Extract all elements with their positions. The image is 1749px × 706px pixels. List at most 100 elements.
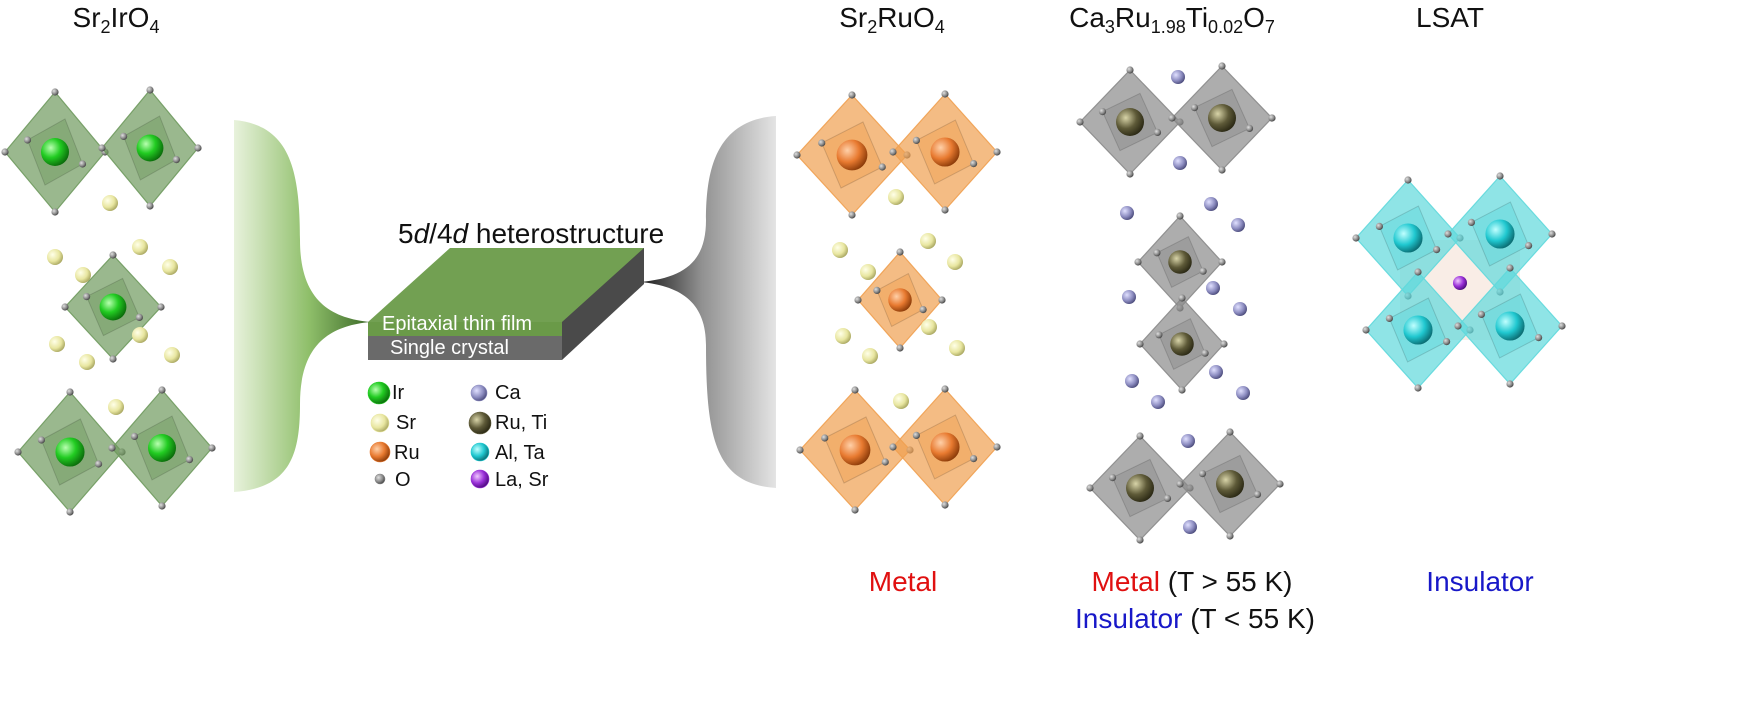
oxygen-atom (1496, 172, 1504, 180)
ruti-octahedron (1076, 66, 1184, 178)
sr-atom (102, 195, 118, 211)
legend-label-ir: Ir (392, 382, 405, 404)
sr-atom (47, 249, 63, 265)
ca-atom (1173, 156, 1187, 170)
ru-octahedron (889, 90, 1001, 214)
oxygen-atom (1126, 170, 1134, 178)
oxygen-atom (848, 211, 856, 219)
oxygen-atom (61, 303, 69, 311)
metal-atom (55, 437, 85, 467)
legend-label-sr: Sr (396, 412, 416, 434)
oxygen-atom (818, 139, 826, 147)
oxygen-atom (14, 448, 22, 456)
legend-label-lasr: La, Sr (495, 469, 549, 491)
title-lsat: LSAT (1416, 2, 1484, 33)
oxygen-atom (1443, 338, 1451, 346)
ca-atom (1209, 365, 1223, 379)
legend-label-ruti: Ru, Ti (495, 412, 548, 434)
oxygen-atom (37, 436, 46, 444)
film-block (368, 248, 644, 360)
oxygen-atom (157, 303, 165, 311)
film-bottom-label: Single crystal (390, 337, 509, 359)
crystal-structures (1, 62, 1566, 544)
ruti-octahedron (1134, 212, 1226, 312)
oxygen-atom (1467, 218, 1475, 226)
ca-atom (1151, 395, 1165, 409)
oxygen-atom (1268, 114, 1276, 122)
oxygen-atom (1163, 494, 1172, 502)
oxygen-atom (848, 91, 856, 99)
sr-atom (862, 348, 878, 364)
legend-marker-5 (468, 411, 492, 435)
oxygen-atom (941, 385, 949, 393)
oxygen-atom (854, 296, 862, 304)
oxygen-atom (194, 144, 202, 152)
oxygen-atom (83, 293, 91, 301)
oxygen-atom (172, 156, 180, 164)
oxygen-atom (1226, 532, 1234, 540)
oxygen-atom (1108, 474, 1117, 482)
oxygen-atom (1176, 480, 1184, 488)
ruti-octahedron (1136, 294, 1228, 394)
oxygen-atom (941, 206, 949, 214)
legend-marker-2 (369, 441, 391, 463)
legend-label-o: O (395, 469, 411, 491)
oxygen-atom (993, 148, 1001, 156)
oxygen-atom (1220, 340, 1228, 348)
title-sr2ruo4: Sr2RuO4 (839, 2, 945, 37)
oxygen-atom (185, 456, 194, 464)
oxygen-atom (1548, 230, 1556, 238)
ir-octahedron (108, 386, 216, 510)
ruti-octahedron (1086, 432, 1194, 544)
green-funnel (234, 120, 370, 492)
oxygen-atom (1477, 310, 1485, 318)
metal-atom (1168, 250, 1192, 274)
oxygen-atom (1153, 249, 1161, 257)
oxygen-atom (1525, 242, 1533, 250)
metal-atom (1393, 223, 1423, 253)
oxygen-atom (873, 286, 881, 294)
ruti-octahedron (1168, 62, 1276, 174)
sr-atom (132, 239, 148, 255)
oxygen-atom (1076, 118, 1084, 126)
metal-atom (1208, 104, 1236, 132)
sr-atom (888, 189, 904, 205)
ca-atom (1171, 70, 1185, 84)
title-sr2iro4: Sr2IrO4 (72, 2, 160, 37)
metal-atom (888, 288, 912, 312)
oxygen-atom (993, 443, 1001, 451)
ca-atom (1125, 374, 1139, 388)
oxygen-atom (1433, 246, 1441, 254)
ir-octahedron (14, 388, 126, 516)
metal-atom (41, 138, 69, 166)
oxygen-atom (146, 202, 154, 210)
sr-atom (921, 319, 937, 335)
oxygen-atom (938, 296, 946, 304)
oxygen-atom (130, 432, 139, 440)
oxygen-atom (919, 306, 927, 314)
oxygen-atom (1454, 322, 1462, 330)
metal-atom (930, 137, 960, 167)
oxygen-atom (51, 208, 59, 216)
metal-atom (1485, 219, 1515, 249)
oxygen-atom (1558, 322, 1566, 330)
oxygen-atom (796, 446, 804, 454)
sr-atom (860, 264, 876, 280)
metal-atom (148, 434, 176, 462)
oxygen-atom (120, 132, 128, 140)
metal-atom (836, 139, 868, 171)
oxygen-atom (1153, 128, 1162, 136)
ru-octahedron (796, 386, 914, 514)
sr-atom (162, 259, 178, 275)
sr-atom (108, 399, 124, 415)
oxygen-atom (851, 506, 859, 514)
oxygen-atom (881, 458, 889, 466)
oxygen-atom (1506, 380, 1514, 388)
oxygen-atom (135, 313, 143, 321)
legend-label-alta: Al, Ta (495, 442, 545, 464)
oxygen-atom (208, 444, 216, 452)
oxygen-atom (896, 248, 904, 256)
oxygen-atom (912, 136, 921, 144)
metal-atom (1170, 332, 1194, 356)
